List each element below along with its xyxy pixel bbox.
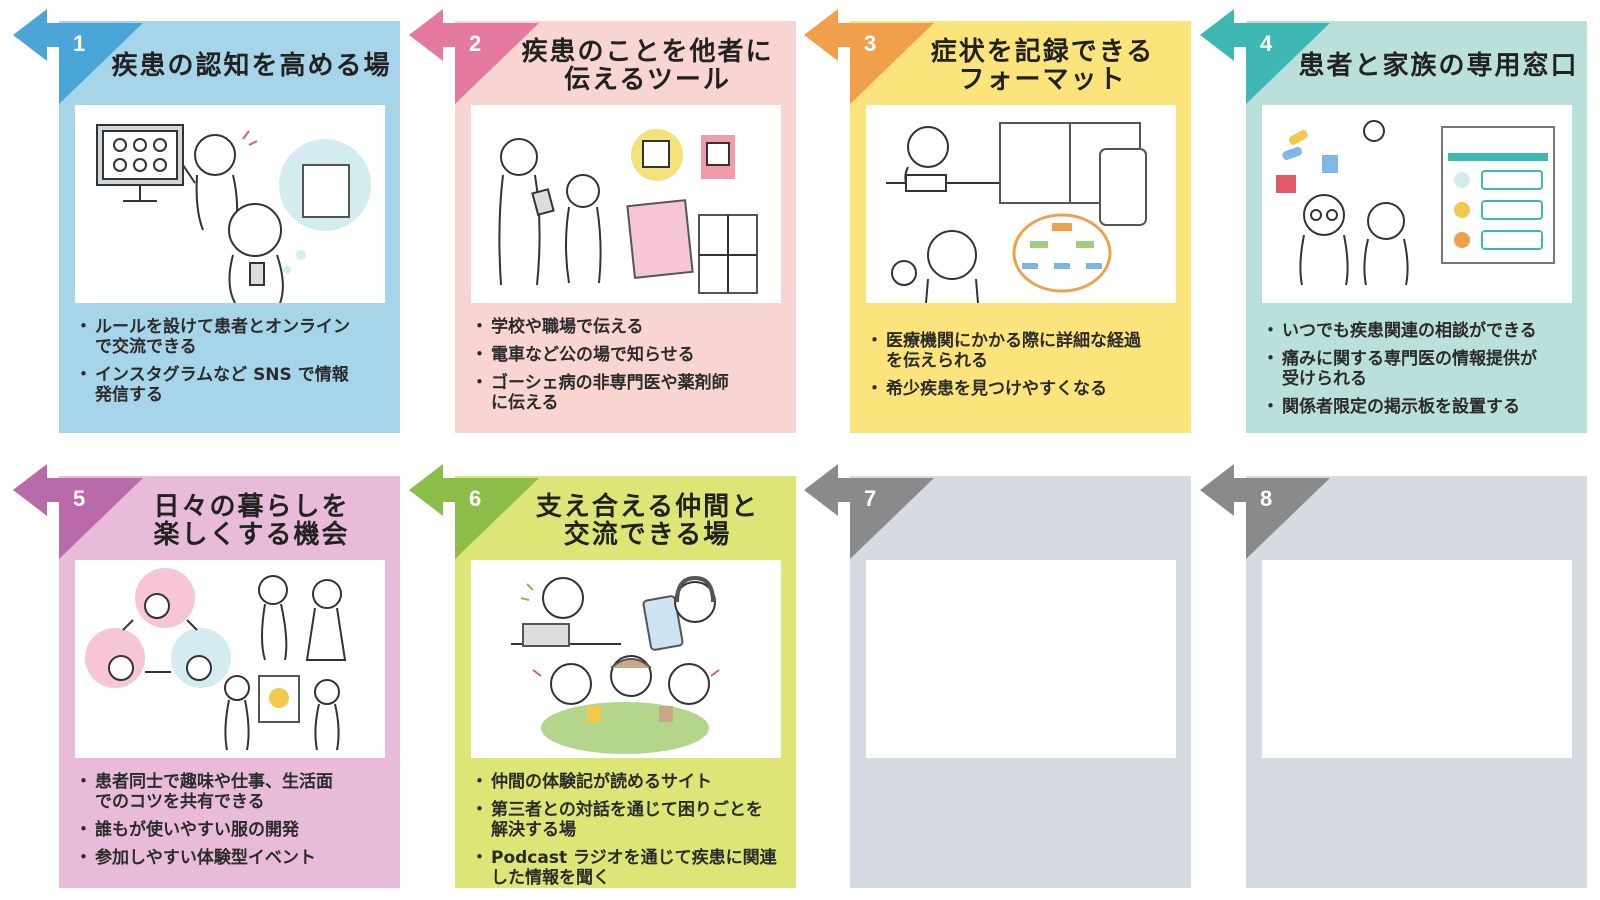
card-7: 7: [804, 464, 1191, 888]
number-tab: 7: [804, 464, 934, 559]
friends-podcast-gathering-icon: [511, 575, 720, 754]
illustration-panel: [866, 105, 1176, 303]
illustration-panel: [471, 105, 781, 303]
card-5: 5 日々の暮らしを 楽しくする機会 患者同士で趣味や仕事、生活面 でのコツを共有…: [13, 464, 400, 888]
arrow-tab-icon: [13, 464, 143, 559]
card-number: 1: [73, 31, 86, 56]
bullet-item: 学校や職場で伝える: [471, 317, 786, 337]
empty-illustration-panel: [1262, 560, 1572, 758]
empty-illustration-panel: [866, 560, 1176, 758]
card-title: 症状を記録できる フォーマット: [930, 37, 1155, 95]
symptom-record-flowchart-icon: [886, 122, 1147, 303]
bullet-item: ゴーシェ病の非専門医や薬剤師 に伝える: [471, 373, 786, 413]
card-2: 2 疾患のことを他者に 伝えるツール 学校や職場で伝える 電車など公の場で知らせ…: [409, 9, 796, 433]
card-number: 4: [1260, 31, 1273, 56]
card-number: 3: [864, 31, 877, 56]
card-8: 8: [1200, 464, 1587, 888]
number-tab: 3: [804, 9, 934, 104]
bullet-item: 患者同士で趣味や仕事、生活面 でのコツを共有できる: [75, 772, 390, 812]
arrow-tab-icon: [409, 9, 539, 104]
bullet-item: 関係者限定の掲示板を設置する: [1262, 397, 1577, 417]
illustration-panel: [75, 105, 385, 303]
bullet-list: 医療機関にかかる際に詳細な経過 を伝えられる 希少疾患を見つけやすくなる: [866, 331, 1181, 407]
card-number: 6: [469, 486, 482, 511]
bullet-list: 患者同士で趣味や仕事、生活面 でのコツを共有できる 誰もが使いやすい服の開発 参…: [75, 772, 390, 876]
arrow-tab-icon: [804, 9, 934, 104]
bullet-item: いつでも疾患関連の相談ができる: [1262, 321, 1577, 341]
arrow-tab-icon: [1200, 464, 1330, 559]
bullet-item: 痛みに関する専門医の情報提供が 受けられる: [1262, 349, 1577, 389]
number-tab: 5: [13, 464, 143, 559]
bullet-item: 医療機関にかかる際に詳細な経過 を伝えられる: [866, 331, 1181, 371]
card-title: 患者と家族の専用窓口: [1298, 51, 1579, 81]
card-number: 5: [73, 486, 86, 511]
bullet-item: 希少疾患を見つけやすくなる: [866, 379, 1181, 399]
bullet-list: いつでも疾患関連の相談ができる 痛みに関する専門医の情報提供が 受けられる 関係…: [1262, 321, 1577, 425]
bullet-item: 第三者との対話を通じて困りごとを 解決する場: [471, 800, 786, 840]
bullet-item: 参加しやすい体験型イベント: [75, 848, 390, 868]
number-tab: 6: [409, 464, 539, 559]
card-title: 疾患のことを他者に 伝えるツール: [521, 37, 774, 95]
bullet-item: 誰もが使いやすい服の開発: [75, 820, 390, 840]
handing-card-qr-code-icon: [498, 129, 758, 294]
bullet-item: 電車など公の場で知らせる: [471, 345, 786, 365]
card-6: 6 支え合える仲間と 交流できる場 仲間の体験記が読めるサイト 第三者との対話を…: [409, 464, 796, 888]
card-title: 疾患の認知を高める場: [111, 51, 392, 81]
arrow-tab-icon: [1200, 9, 1330, 104]
card-3: 3 症状を記録できる フォーマット 医療機関にかかる際に詳細な経過 を伝えられる…: [804, 9, 1191, 433]
card-number: 2: [469, 31, 482, 56]
illustration-panel: [75, 560, 385, 758]
number-tab: 4: [1200, 9, 1330, 104]
bullet-item: ルールを設けて患者とオンライン で交流できる: [75, 317, 390, 357]
number-tab: 8: [1200, 464, 1330, 559]
card-title: 日々の暮らしを 楽しくする機会: [153, 492, 350, 550]
card-4: 4 患者と家族の専用窓口 いつでも疾患関連の相談ができる 痛みに関する専門医の情…: [1200, 9, 1587, 433]
card-title: 支え合える仲間と 交流できる場: [535, 492, 760, 550]
bullet-item: 仲間の体験記が読めるサイト: [471, 772, 786, 792]
bullet-item: インスタグラムなど SNS で情報 発信する: [75, 365, 390, 405]
members-bulletin-board-icon: [1276, 120, 1555, 286]
illustration-panel: [471, 560, 781, 758]
bullet-list: 仲間の体験記が読めるサイト 第三者との対話を通じて困りごとを 解決する場 Pod…: [471, 772, 786, 896]
hobbies-sharing-gallery-icon: [85, 568, 347, 751]
number-tab: 2: [409, 9, 539, 104]
people-online-meeting-sns-icon: [96, 124, 371, 303]
bullet-list: ルールを設けて患者とオンライン で交流できる インスタグラムなど SNS で情報…: [75, 317, 390, 413]
bullet-list: 学校や職場で伝える 電車など公の場で知らせる ゴーシェ病の非専門医や薬剤師 に伝…: [471, 317, 786, 421]
illustration-panel: [1262, 105, 1572, 303]
card-1: 1 疾患の認知を高める場 ルールを設けて患者とオンライン で交流できる インスタ…: [13, 9, 400, 433]
arrow-tab-icon: [409, 464, 539, 559]
bullet-item: Podcast ラジオを通じて疾患に関連 した情報を聞く: [471, 848, 786, 888]
arrow-tab-icon: [13, 9, 143, 104]
number-tab: 1: [13, 9, 143, 104]
card-number: 8: [1260, 486, 1273, 511]
card-number: 7: [864, 486, 877, 511]
arrow-tab-icon: [804, 464, 934, 559]
